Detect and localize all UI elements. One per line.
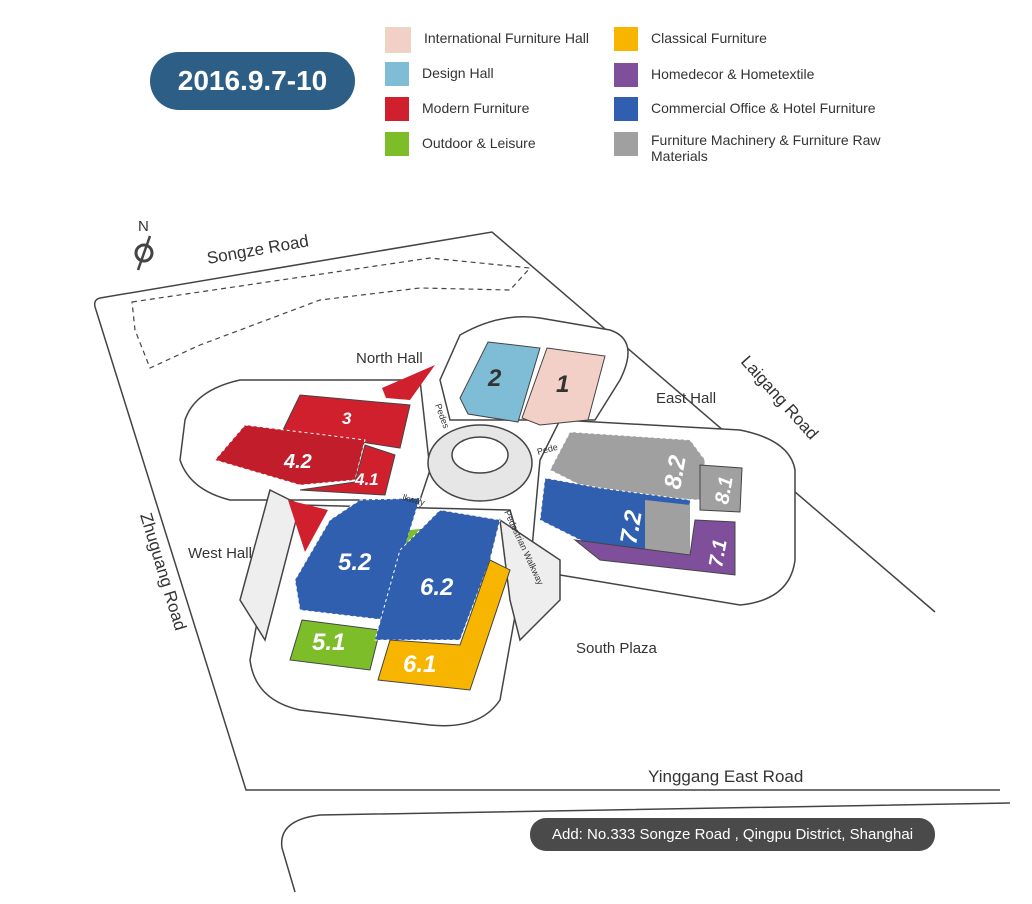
- center-plaza-ring: [427, 424, 533, 502]
- hall-label-8-1: 8.1: [711, 475, 737, 506]
- legend-swatch: [614, 27, 638, 51]
- hall-7-1: [573, 519, 736, 576]
- hall-label-8-2: 8.2: [659, 453, 691, 491]
- legend-label: Design Hall: [422, 65, 494, 81]
- songze-road-label: Songze Road: [205, 231, 310, 268]
- legend-commercial-office: Commercial Office & Hotel Furniture: [614, 97, 876, 121]
- legend-label: Outdoor & Leisure: [422, 135, 536, 151]
- compass-north-label: N: [138, 218, 149, 235]
- hall-west-red: [288, 500, 328, 552]
- yinggang-road-label: Yinggang East Road: [648, 767, 803, 786]
- walkway-strip-sw: [239, 488, 301, 642]
- hall-label-1: 1: [556, 371, 569, 398]
- hall-6-2: [374, 509, 501, 641]
- south-plaza-label: South Plaza: [576, 640, 658, 657]
- hall-8-1: [699, 464, 743, 513]
- hall-label-7-1: 7.1: [705, 538, 731, 569]
- laigang-road-label: Laigang Road: [737, 352, 822, 443]
- hall-label-5-2: 5.2: [338, 549, 372, 576]
- legend-swatch: [614, 97, 638, 121]
- zhuguang-road-label: Zhuguang Road: [136, 511, 190, 633]
- hall-1: [521, 347, 606, 426]
- legend-classical-furniture: Classical Furniture: [614, 27, 767, 51]
- hall-label-3: 3: [342, 409, 352, 428]
- legend-label: Furniture Machinery & Furniture Raw Mate…: [651, 132, 881, 164]
- hall-4-1: [299, 444, 396, 496]
- hall-machinery-gray: [645, 500, 690, 555]
- hall-north-red: [382, 365, 435, 400]
- legend-label: Homedecor & Hometextile: [651, 66, 815, 82]
- walkway-strip-se: [499, 518, 561, 642]
- legend-label: Modern Furniture: [422, 100, 530, 116]
- legend-label: Commercial Office & Hotel Furniture: [651, 100, 876, 116]
- hall-label-7-2: 7.2: [615, 508, 647, 546]
- road-curb: [280, 802, 1011, 893]
- legend-swatch: [614, 132, 638, 156]
- compass-icon: N: [134, 218, 154, 271]
- east-hall-label: East Hall: [656, 390, 716, 407]
- hall-label-4-2: 4.2: [283, 451, 312, 473]
- hall-label-2: 2: [487, 365, 502, 392]
- legend-international-furniture-hall: International Furniture Hall: [385, 27, 589, 53]
- hall-label-6-1: 6.1: [403, 651, 436, 678]
- hall-label-5-1: 5.1: [312, 629, 345, 656]
- date-badge: 2016.9.7-10: [150, 52, 355, 110]
- legend-swatch: [385, 62, 409, 86]
- legend-machinery: Furniture Machinery & Furniture Raw Mate…: [614, 132, 881, 164]
- hall-5-1: [289, 619, 381, 671]
- legend-homedecor: Homedecor & Hometextile: [614, 63, 814, 87]
- north-hall-label: North Hall: [356, 350, 423, 367]
- hall-label-6-2: 6.2: [420, 574, 454, 601]
- legend-swatch: [385, 97, 409, 121]
- parking-area: [131, 257, 532, 369]
- hall-2: [459, 341, 541, 423]
- west-hall-label: West Hall: [188, 545, 252, 562]
- legend-outdoor-leisure: Outdoor & Leisure: [385, 132, 536, 156]
- hall-label-4-1: 4.1: [354, 470, 379, 489]
- hall-8-2: [549, 431, 706, 501]
- legend-design-hall: Design Hall: [385, 62, 494, 86]
- address-badge: Add: No.333 Songze Road , Qingpu Distric…: [530, 818, 935, 851]
- legend-label: Classical Furniture: [651, 30, 767, 46]
- legend-swatch: [614, 63, 638, 87]
- legend-label: International Furniture Hall: [424, 30, 589, 46]
- hall-6-1: [377, 559, 511, 691]
- legend-swatch: [385, 27, 411, 53]
- legend-swatch: [385, 132, 409, 156]
- hall-4-2: [214, 424, 366, 486]
- legend-modern-furniture: Modern Furniture: [385, 97, 529, 121]
